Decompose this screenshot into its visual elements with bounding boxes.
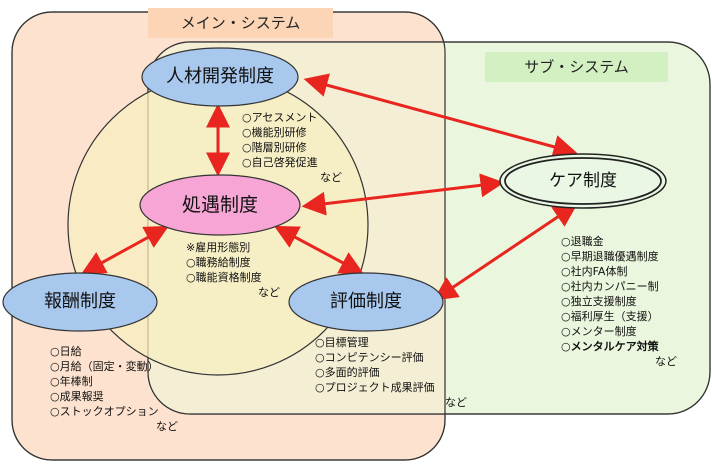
list-item: ○目標管理 [315, 336, 369, 349]
arrow-shogu-houshu [81, 225, 169, 275]
list-etc: など [445, 396, 467, 409]
list-item: ○メンター制度 [561, 325, 637, 338]
arrow-shogu-hyouka [274, 225, 364, 275]
node-hyouka [288, 272, 444, 332]
node-shogu [139, 174, 301, 236]
list-item: ○階層別研修 [242, 141, 307, 154]
list-item: ○メンタルケア対策 [561, 340, 659, 353]
list-item: ○退職金 [561, 235, 604, 248]
node-jinzai-label: 人材開発制度 [166, 66, 274, 87]
sub-system-label: サブ・システム [524, 58, 629, 76]
list-item: ○機能別研修 [242, 126, 307, 139]
node-care-outer [499, 153, 667, 209]
list-jinzai: ○アセスメント ○機能別研修 ○階層別研修 ○自己啓発促進 など [242, 110, 342, 185]
main-system-label-box [148, 8, 333, 38]
list-item: ○社内FA体制 [561, 265, 628, 278]
list-item: ※雇用形態別 [186, 241, 251, 254]
list-houshu: ○日給 ○月給（固定・変動） ○年棒制 ○成果報奨 ○ストックオプション など [50, 344, 178, 434]
list-item: ○福利厚生（支援） [561, 310, 659, 323]
list-etc: など [258, 286, 280, 299]
node-jinzai [141, 47, 299, 107]
arrow-shogu-care [301, 173, 505, 216]
list-item: ○コンピテンシー評価 [315, 351, 424, 364]
list-item: ○成果報奨 [50, 390, 104, 403]
list-item: ○独立支援制度 [561, 295, 637, 308]
list-etc: など [156, 420, 178, 433]
node-houshu-label: 報酬制度 [44, 291, 116, 312]
list-item: ○月給（固定・変動） [50, 360, 159, 373]
list-item: ○職務給制度 [186, 256, 251, 269]
list-item: ○日給 [50, 345, 82, 358]
list-etc: など [655, 355, 677, 368]
node-shogu-label: 処遇制度 [181, 194, 258, 216]
list-item: ○自己啓発促進 [242, 156, 318, 169]
list-item: ○社内カンパニー制 [561, 280, 659, 293]
list-item: ○多面的評価 [315, 366, 380, 379]
node-care-inner [504, 157, 662, 205]
list-care: ○退職金 ○早期退職優遇制度 ○社内FA体制 ○社内カンパニー制 ○独立支援制度… [561, 234, 677, 369]
list-item: ○早期退職優遇制度 [561, 250, 659, 263]
list-item: ○ストックオプション [50, 405, 159, 418]
arrow-hyouka-care [433, 203, 578, 301]
node-care-label: ケア制度 [549, 171, 617, 191]
node-houshu [2, 272, 158, 332]
list-item: ○プロジェクト成果評価 [315, 381, 435, 394]
list-hyouka: ○目標管理 ○コンピテンシー評価 ○多面的評価 ○プロジェクト成果評価 など [315, 335, 467, 410]
list-item: ○年棒制 [50, 375, 93, 388]
arrow-jinzai-care [303, 73, 578, 159]
main-system-label: メイン・システム [180, 14, 301, 32]
list-item: ○職能資格制度 [186, 271, 262, 284]
list-shogu: ※雇用形態別 ○職務給制度 ○職能資格制度 など [186, 240, 280, 300]
list-etc: など [320, 171, 342, 184]
node-hyouka-label: 評価制度 [330, 291, 402, 312]
list-item: ○アセスメント [242, 111, 318, 124]
